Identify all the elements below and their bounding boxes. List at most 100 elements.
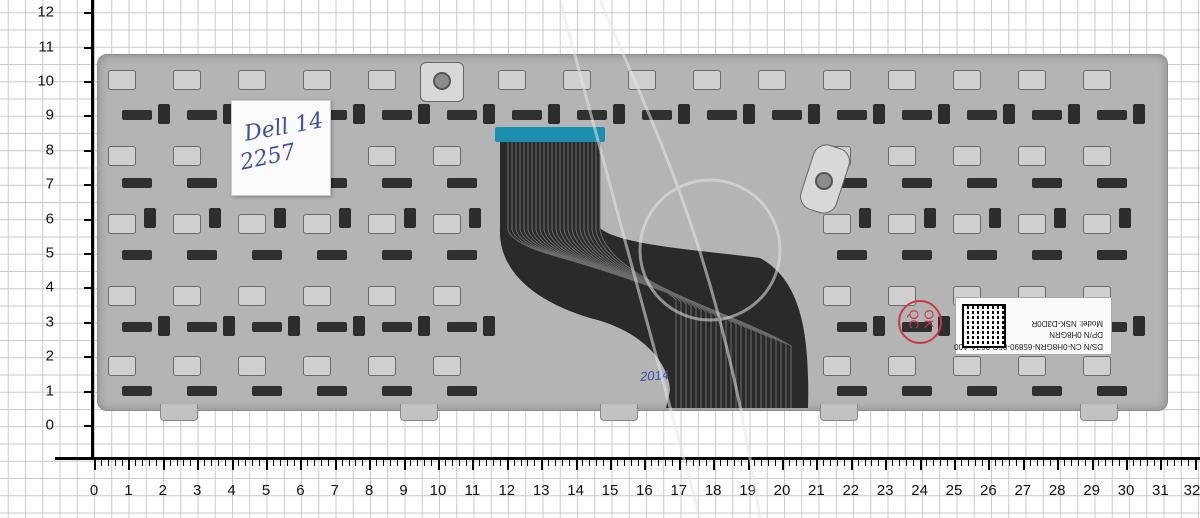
- key-mount-hole: [953, 70, 981, 90]
- x-tick-label: 11: [464, 482, 481, 499]
- cable-connector: [495, 127, 605, 142]
- x-minor-tick: [809, 460, 811, 466]
- x-minor-tick: [706, 460, 708, 466]
- key-mount-hole: [173, 146, 201, 166]
- x-minor-tick: [169, 460, 171, 466]
- x-minor-tick: [431, 460, 433, 466]
- x-minor-tick: [857, 460, 859, 466]
- x-minor-tick: [623, 460, 625, 466]
- x-minor-tick: [637, 460, 639, 466]
- x-tick-mark: [1091, 460, 1094, 470]
- x-tick-mark: [94, 460, 96, 470]
- x-minor-tick: [286, 460, 288, 466]
- key-mount-hole: [888, 356, 916, 376]
- y-tick-label: 12: [37, 3, 54, 21]
- ribbon-cable-traces: [507, 142, 792, 408]
- y-tick-mark: [84, 46, 92, 49]
- x-tick-mark: [266, 460, 268, 470]
- key-mount-hole: [707, 110, 737, 120]
- key-mount-hole: [173, 70, 201, 90]
- x-minor-tick: [259, 460, 261, 466]
- watermark-stroke-2: [598, 0, 762, 518]
- x-minor-tick: [933, 460, 935, 466]
- key-mount-hole: [1018, 356, 1046, 376]
- key-mount-hole: [238, 214, 266, 234]
- x-tick-label: 1: [124, 482, 133, 499]
- x-tick-mark: [610, 460, 612, 470]
- x-tick-mark: [644, 460, 647, 470]
- key-mount-hole: [252, 250, 282, 260]
- x-minor-tick: [279, 460, 281, 466]
- x-minor-tick: [830, 460, 832, 466]
- key-mount-hole: [967, 178, 997, 188]
- x-minor-tick: [843, 460, 845, 466]
- key-slot: [144, 208, 156, 228]
- x-minor-tick: [252, 460, 254, 466]
- key-mount-hole: [433, 214, 461, 234]
- x-minor-tick: [1036, 460, 1038, 466]
- key-mount-hole: [303, 70, 331, 90]
- key-slot: [209, 208, 221, 228]
- x-minor-tick: [1146, 460, 1148, 466]
- x-tick-mark: [506, 460, 509, 470]
- key-slot: [613, 104, 625, 124]
- x-minor-tick: [114, 460, 116, 466]
- x-minor-tick: [1070, 460, 1072, 466]
- key-mount-hole: [382, 386, 412, 396]
- x-minor-tick: [878, 460, 880, 466]
- key-mount-hole: [317, 386, 347, 396]
- x-tick-label: 6: [296, 482, 305, 499]
- x-tick-label: 30: [1117, 482, 1135, 499]
- key-mount-hole: [837, 178, 867, 188]
- x-minor-tick: [444, 460, 446, 466]
- x-tick-mark: [1160, 460, 1163, 470]
- key-mount-hole: [238, 286, 266, 306]
- key-mount-hole: [303, 214, 331, 234]
- x-minor-tick: [871, 460, 873, 466]
- key-mount-hole: [368, 70, 396, 90]
- key-mount-hole: [1032, 386, 1062, 396]
- key-slot: [353, 316, 365, 336]
- key-mount-hole: [902, 386, 932, 396]
- key-mount-hole: [888, 286, 916, 306]
- x-tick-mark: [128, 460, 131, 470]
- x-minor-tick: [892, 460, 894, 466]
- key-mount-hole: [382, 250, 412, 260]
- x-minor-tick: [107, 460, 109, 466]
- key-mount-hole: [642, 110, 672, 120]
- x-minor-tick: [630, 460, 632, 466]
- y-tick-label: 7: [45, 175, 54, 193]
- key-mount-hole: [382, 322, 412, 332]
- x-tick-label: 0: [89, 482, 99, 499]
- x-minor-tick: [1043, 460, 1045, 466]
- key-slot: [288, 316, 300, 336]
- key-slot: [873, 316, 885, 336]
- x-tick-label: 31: [1152, 482, 1169, 499]
- x-tick-label: 22: [842, 482, 860, 499]
- x-tick-label: 18: [704, 482, 722, 499]
- key-slot: [483, 104, 495, 124]
- key-mount-hole: [368, 356, 396, 376]
- x-minor-tick: [142, 460, 144, 466]
- key-mount-hole: [953, 214, 981, 234]
- x-tick-mark: [1126, 460, 1128, 470]
- key-mount-hole: [967, 386, 997, 396]
- x-minor-tick: [1167, 460, 1169, 466]
- key-mount-hole: [187, 110, 217, 120]
- x-tick-mark: [472, 460, 475, 470]
- x-minor-tick: [1119, 460, 1121, 466]
- x-minor-tick: [486, 460, 488, 466]
- key-mount-hole: [447, 110, 477, 120]
- x-minor-tick: [603, 460, 605, 466]
- x-minor-tick: [720, 460, 722, 466]
- x-minor-tick: [554, 460, 556, 466]
- y-tick-mark: [84, 425, 92, 427]
- key-slot: [548, 104, 560, 124]
- y-tick-label: 6: [45, 210, 54, 228]
- key-mount-hole: [187, 386, 217, 396]
- key-mount-hole: [1097, 322, 1127, 332]
- x-tick-label: 21: [808, 482, 825, 499]
- x-minor-tick: [293, 460, 295, 466]
- x-minor-tick: [1174, 460, 1176, 466]
- x-minor-tick: [864, 460, 866, 466]
